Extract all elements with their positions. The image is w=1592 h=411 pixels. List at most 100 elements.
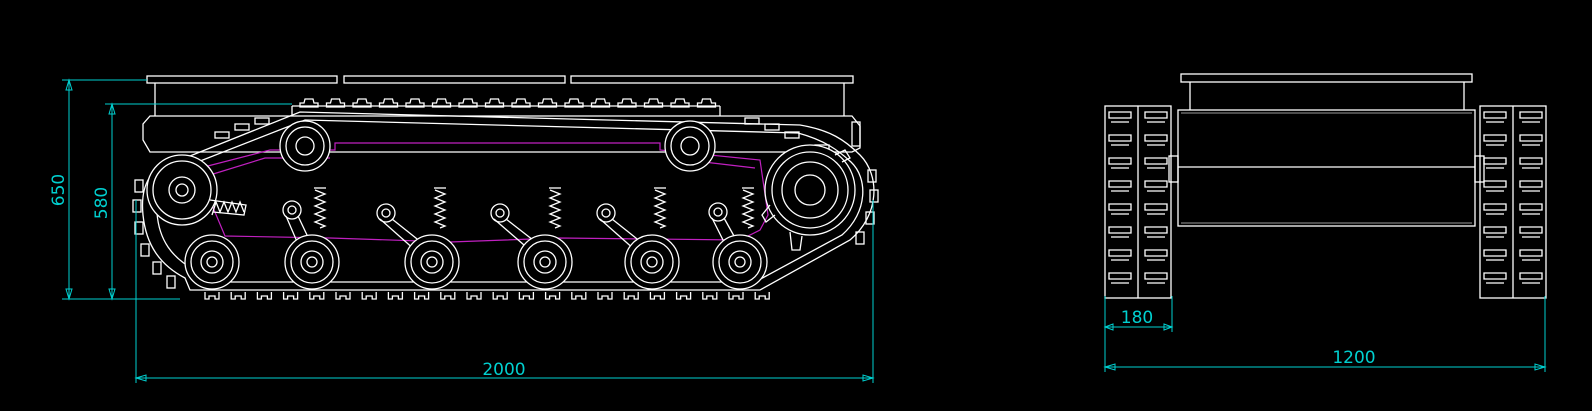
track-link	[230, 292, 246, 300]
road-wheel-tire	[290, 240, 334, 284]
spring	[741, 189, 755, 229]
track-link	[440, 292, 456, 300]
track-link	[597, 292, 613, 300]
track-link	[643, 98, 664, 108]
track-link	[458, 98, 478, 108]
track-link	[413, 292, 430, 300]
track-link	[571, 292, 587, 300]
track-link	[675, 292, 692, 300]
tread-block	[1108, 180, 1132, 192]
road-wheel-rim	[184, 234, 240, 290]
dimension-overall-height: 650	[49, 78, 180, 301]
tread-block	[1108, 134, 1132, 146]
tread-block	[1108, 203, 1132, 215]
track-link	[134, 221, 144, 235]
road-wheel-rim	[284, 234, 340, 290]
top-deck-plate	[146, 75, 854, 116]
track-link	[511, 98, 531, 108]
track-link	[166, 275, 176, 289]
tread-block	[1483, 134, 1507, 146]
track-link	[855, 231, 865, 245]
track-link	[299, 98, 319, 108]
track-link	[335, 292, 351, 300]
track-link	[152, 261, 162, 275]
spring	[313, 189, 327, 229]
tread-block	[1108, 226, 1132, 238]
road-wheel-hub	[728, 250, 752, 274]
bottom-track-treads	[132, 169, 879, 300]
tread-block	[1483, 180, 1507, 192]
road-wheel-hub	[300, 250, 324, 274]
tread-block	[1108, 157, 1132, 169]
tread-block	[1519, 249, 1543, 261]
road-wheel-rim	[712, 234, 768, 290]
arm-pivot	[708, 202, 728, 222]
track-link	[702, 292, 718, 300]
road-wheel	[712, 234, 768, 290]
road-wheel-hub	[420, 250, 444, 274]
road-wheel-axle	[539, 256, 551, 268]
dimension-label-overall-width: 1200	[1332, 348, 1375, 368]
track-link	[784, 131, 800, 139]
front-view	[1104, 73, 1547, 299]
dimension-label-overall-length: 2000	[482, 360, 525, 380]
road-wheels	[184, 234, 768, 290]
arm-pivot	[376, 203, 396, 223]
track-link	[361, 292, 377, 300]
tread-block	[1519, 180, 1543, 192]
dimension-label-body-height: 580	[92, 187, 112, 219]
tread-block	[1483, 157, 1507, 169]
track-link	[754, 292, 770, 300]
arm-pivot-pin	[713, 207, 723, 217]
arm-pivot	[490, 203, 510, 223]
right-track-front-view	[1479, 105, 1547, 299]
dimension-track-width: 180	[1103, 296, 1174, 372]
track-link	[309, 292, 325, 300]
road-wheel-axle	[306, 256, 318, 268]
tread-block	[1144, 272, 1168, 284]
side-view	[132, 75, 879, 300]
tread-block	[1483, 272, 1507, 284]
track-link	[405, 98, 425, 108]
arm-pivot-pin	[381, 208, 391, 218]
tread-block	[1144, 249, 1168, 261]
dimension-overall-length: 2000	[134, 200, 875, 383]
tread-block	[1144, 203, 1168, 215]
tread-block	[1483, 203, 1507, 215]
tread-block	[1519, 203, 1543, 215]
road-wheel-hub	[640, 250, 664, 274]
support-roller-rear	[664, 120, 716, 172]
track-link	[140, 243, 150, 257]
arm-pivot-pin	[287, 205, 297, 215]
road-wheel-axle	[734, 256, 746, 268]
road-wheel-rim	[624, 234, 680, 290]
tread-block	[1144, 226, 1168, 238]
track-link	[544, 292, 561, 300]
dimension-label-track-width: 180	[1121, 308, 1153, 328]
track-link	[204, 292, 220, 300]
track-link	[134, 179, 144, 193]
track-link	[617, 98, 637, 108]
track-link	[431, 98, 452, 108]
road-wheel-rim	[517, 234, 573, 290]
tread-block	[1144, 180, 1168, 192]
track-link	[387, 292, 404, 300]
spring	[548, 189, 562, 229]
tread-block	[1483, 249, 1507, 261]
arm-pivot	[282, 200, 302, 220]
spring	[653, 189, 667, 229]
track-link	[254, 117, 270, 125]
track-link	[256, 292, 273, 300]
tread-block	[1144, 157, 1168, 169]
road-wheel	[184, 234, 240, 290]
road-wheel-axle	[206, 256, 218, 268]
dimension-body-height: 580	[92, 102, 292, 301]
road-wheel-tire	[523, 240, 567, 284]
track-link	[352, 98, 372, 108]
tread-block	[1519, 226, 1543, 238]
tread-block	[1108, 249, 1132, 261]
drive-sprocket	[761, 144, 856, 251]
support-roller-front	[279, 120, 331, 172]
dimension-label-overall-height: 650	[49, 174, 69, 206]
